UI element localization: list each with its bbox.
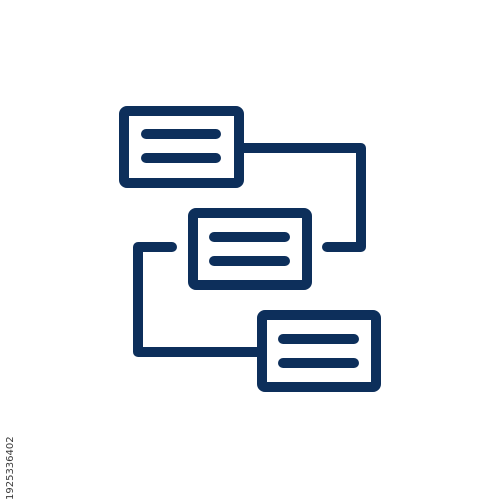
connector-top-to-middle	[234, 143, 366, 252]
icon-strokes	[119, 106, 381, 392]
process-box-bottom	[257, 310, 381, 392]
stock-image-id: 1925336402	[5, 436, 16, 500]
process-box-middle	[188, 208, 312, 290]
connector-middle-to-bottom	[133, 242, 267, 357]
process-box-top	[119, 106, 244, 188]
